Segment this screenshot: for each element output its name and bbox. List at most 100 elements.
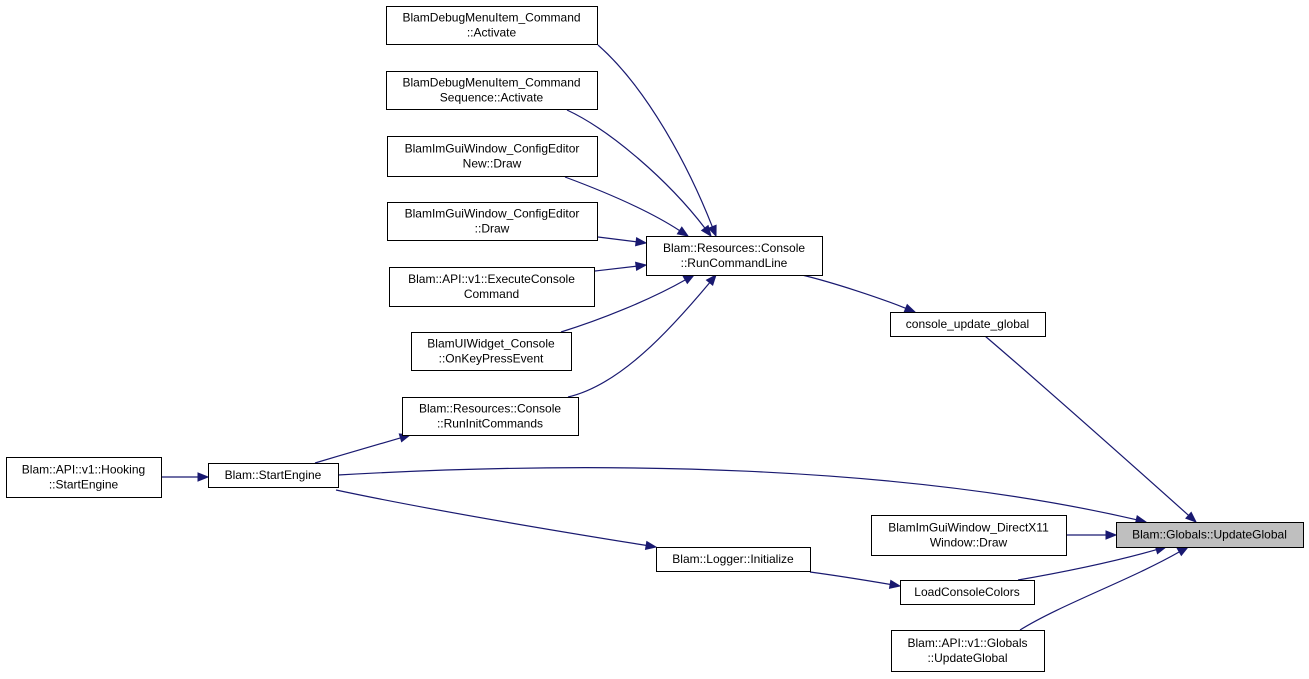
edge-line <box>1017 549 1157 581</box>
node-box <box>6 457 162 498</box>
node-label-line: ::StartEngine <box>49 478 119 492</box>
node-label-line: ::RunInitCommands <box>437 417 543 431</box>
node-box <box>411 332 572 371</box>
node-box <box>1116 522 1304 548</box>
edge-line <box>564 176 680 232</box>
edge-line <box>567 282 711 398</box>
node-hook-start[interactable]: Blam::API::v1::Hooking::StartEngine <box>6 457 162 498</box>
edge-update-global-to-dx11-draw <box>1066 530 1118 540</box>
arrowhead-icon <box>1176 546 1190 557</box>
node-box <box>890 312 1046 337</box>
node-label-line: BlamUIWidget_Console <box>427 337 555 351</box>
edge-update-global-to-api-globals <box>1019 546 1190 631</box>
node-dbg-cmd[interactable]: BlamDebugMenuItem_Command::Activate <box>386 6 598 45</box>
node-box <box>402 397 579 436</box>
node-run-cmdline[interactable]: Blam::Resources::Console::RunCommandLine <box>646 236 823 276</box>
edge-line <box>594 265 637 272</box>
node-console-update[interactable]: console_update_global <box>890 312 1046 337</box>
edge-line <box>560 279 686 333</box>
node-load-colors[interactable]: LoadConsoleColors <box>900 580 1035 605</box>
edge-run-cmdline-to-cfg-draw <box>597 236 648 247</box>
arrowhead-icon <box>676 226 690 237</box>
node-label-line: Blam::API::v1::Hooking <box>22 463 145 477</box>
nodes-layer: BlamDebugMenuItem_Command::ActivateBlamD… <box>6 6 1304 672</box>
node-label-line: Blam::StartEngine <box>225 468 322 482</box>
edge-run-cmdline-to-dbg-cmd <box>597 44 717 238</box>
arrowhead-icon <box>644 540 658 551</box>
node-logger-init[interactable]: Blam::Logger::Initialize <box>656 547 811 572</box>
node-label-line: ::UpdateGlobal <box>927 651 1007 665</box>
node-ui-console[interactable]: BlamUIWidget_Console::OnKeyPressEvent <box>411 332 572 371</box>
node-label-line: BlamImGuiWindow_DirectX11 <box>888 521 1049 535</box>
arrowhead-icon <box>903 303 917 313</box>
node-box <box>891 630 1045 672</box>
edge-run-cmdline-to-run-init <box>567 273 717 398</box>
edge-line <box>984 335 1189 516</box>
node-label-line: BlamDebugMenuItem_Command <box>402 11 580 25</box>
node-label-line: Window::Draw <box>930 536 1008 550</box>
node-label-line: Blam::Logger::Initialize <box>672 552 794 566</box>
edge-run-cmdline-to-dbg-cmdseq <box>566 109 712 238</box>
edge-line <box>314 437 401 464</box>
node-api-globals[interactable]: Blam::API::v1::Globals::UpdateGlobal <box>891 630 1045 672</box>
node-box <box>871 515 1067 556</box>
edge-run-init-to-start-engine <box>314 433 412 464</box>
node-start-engine[interactable]: Blam::StartEngine <box>208 463 339 488</box>
edges-layer <box>161 44 1198 631</box>
node-label-line: Command <box>464 287 519 301</box>
node-box <box>387 136 598 177</box>
edge-run-cmdline-to-api-exec <box>594 261 648 272</box>
edge-line <box>809 571 891 585</box>
arrowhead-icon <box>635 237 648 247</box>
node-box <box>656 547 811 572</box>
arrowhead-icon <box>707 224 717 238</box>
arrowhead-icon <box>1105 530 1118 540</box>
node-box <box>646 236 823 276</box>
node-box <box>387 202 598 241</box>
node-box <box>389 267 595 307</box>
node-label-line: Blam::Resources::Console <box>663 241 805 255</box>
edge-logger-init-to-start-engine <box>335 489 658 551</box>
node-label-line: LoadConsoleColors <box>914 585 1019 599</box>
edge-update-global-to-console-update <box>984 335 1198 523</box>
node-label-line: ::Draw <box>475 222 510 236</box>
arrowhead-icon <box>888 579 902 589</box>
node-label-line: BlamImGuiWindow_ConfigEditor <box>405 142 580 156</box>
edge-line <box>801 274 906 309</box>
edge-line <box>566 109 706 229</box>
node-box <box>900 580 1035 605</box>
node-label-line: BlamImGuiWindow_ConfigEditor <box>405 207 580 221</box>
node-label-line: ::OnKeyPressEvent <box>439 352 544 366</box>
node-label-line: Blam::Globals::UpdateGlobal <box>1132 528 1287 542</box>
node-label-line: ::Activate <box>467 26 517 40</box>
node-label-line: console_update_global <box>906 317 1029 331</box>
node-label-line: ::RunCommandLine <box>681 256 788 270</box>
arrowhead-icon <box>700 224 712 238</box>
edge-line <box>335 489 647 546</box>
arrowhead-icon <box>635 261 648 271</box>
node-label-line: New::Draw <box>463 157 522 171</box>
node-label-line: Blam::API::v1::Globals <box>907 636 1027 650</box>
edge-line <box>597 44 713 227</box>
node-dbg-cmdseq[interactable]: BlamDebugMenuItem_CommandSequence::Activ… <box>386 71 598 110</box>
node-run-init[interactable]: Blam::Resources::Console::RunInitCommand… <box>402 397 579 436</box>
edge-line <box>597 236 637 243</box>
edge-line <box>1019 551 1180 631</box>
node-update-global[interactable]: Blam::Globals::UpdateGlobal <box>1116 522 1304 548</box>
arrowhead-icon <box>682 274 696 285</box>
arrowhead-icon <box>197 472 210 482</box>
node-label-line: Sequence::Activate <box>440 91 544 105</box>
edge-console-update-to-run-cmdline <box>801 274 917 313</box>
node-label-line: Blam::API::v1::ExecuteConsole <box>408 272 575 286</box>
edge-load-colors-to-logger-init <box>809 571 902 589</box>
node-box <box>386 6 598 45</box>
node-cfg-draw[interactable]: BlamImGuiWindow_ConfigEditor::Draw <box>387 202 598 241</box>
node-label-line: BlamDebugMenuItem_Command <box>402 76 580 90</box>
node-label-line: Blam::Resources::Console <box>419 402 561 416</box>
arrowhead-icon <box>1185 511 1198 523</box>
edge-start-engine-to-hook-start <box>161 472 210 482</box>
